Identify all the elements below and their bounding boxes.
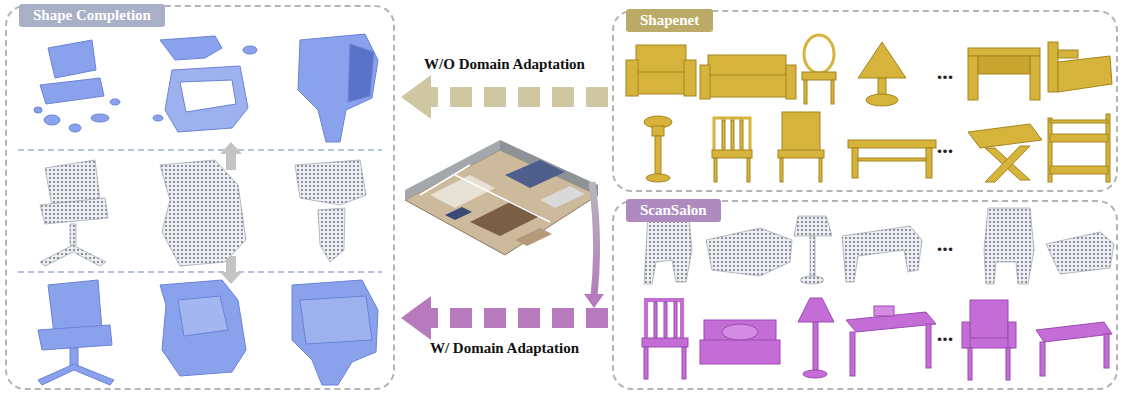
dashed-panel: ScanSalon: [612, 200, 1118, 390]
dashed-arrow: [429, 308, 608, 328]
ellipsis: ...: [937, 233, 954, 255]
panel-title: ScanSalon: [626, 199, 721, 222]
ellipsis: ...: [937, 323, 954, 345]
ellipsis: ...: [937, 61, 954, 83]
completion-with-da: [38, 280, 378, 385]
panel-title: Shapenet: [626, 9, 713, 32]
scansalon-meshes: [642, 298, 1112, 380]
arrow-head: [401, 296, 431, 340]
arrow-label: W/ Domain Adaptation: [427, 340, 582, 357]
panel-title: Shape Completion: [19, 4, 165, 27]
ellipsis: ...: [937, 135, 954, 157]
dashed-arrow: [429, 87, 608, 107]
dashed-panel: Shapenet: [612, 10, 1118, 192]
scansalon-scans: [644, 208, 1114, 284]
scan-to-scansalon-arrow: [584, 182, 604, 308]
arrow-label: W/O Domain Adaptation: [421, 56, 588, 73]
dashed-panel: Shape Completion: [5, 5, 395, 390]
scene-scan: [405, 140, 598, 255]
partial-point-clouds: [40, 160, 366, 266]
shapenet-models: [626, 35, 1112, 182]
row-dividers: [18, 150, 382, 272]
arrow-head: [401, 75, 431, 119]
completion-without-da: [34, 34, 378, 142]
